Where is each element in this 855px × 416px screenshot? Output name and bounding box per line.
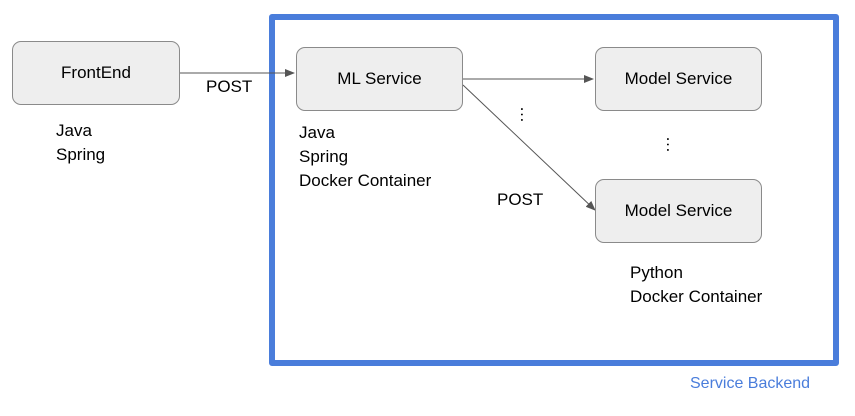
model-service-top-label: Model Service bbox=[624, 69, 733, 88]
model-service-top-node: Model Service bbox=[595, 47, 762, 111]
model-service-tech-line: Docker Container bbox=[630, 287, 763, 306]
service-backend-label: Service Backend bbox=[690, 375, 811, 392]
ml-service-tech-line: Docker Container bbox=[299, 171, 432, 190]
frontend-label: FrontEnd bbox=[61, 63, 131, 82]
model-service-tech-line: Python bbox=[630, 263, 683, 282]
ml-to-model-post-label: POST bbox=[497, 190, 544, 209]
ml-service-tech-line: Spring bbox=[299, 147, 349, 166]
frontend-to-ml-post-label: POST bbox=[206, 77, 253, 96]
ml-service-tech-note: Java Spring Docker Container bbox=[299, 121, 431, 193]
ml-service-tech-line: Java bbox=[299, 123, 335, 142]
service-backend-group bbox=[269, 14, 839, 366]
ml-service-label: ML Service bbox=[337, 69, 422, 88]
frontend-tech-note: Java Spring bbox=[56, 119, 105, 167]
model-service-bottom-node: Model Service bbox=[595, 179, 762, 243]
ellipsis-between-edges: … bbox=[517, 106, 536, 121]
frontend-tech-line: Java bbox=[56, 121, 92, 140]
ellipsis-between-model-services: … bbox=[663, 136, 682, 151]
edge-ml-service-to-model-service-bottom bbox=[462, 84, 596, 211]
frontend-tech-line: Spring bbox=[56, 145, 106, 164]
model-service-bottom-label: Model Service bbox=[624, 201, 733, 220]
frontend-node: FrontEnd bbox=[12, 41, 180, 105]
ml-service-node: ML Service bbox=[296, 47, 463, 111]
model-service-tech-note: Python Docker Container bbox=[630, 261, 762, 309]
